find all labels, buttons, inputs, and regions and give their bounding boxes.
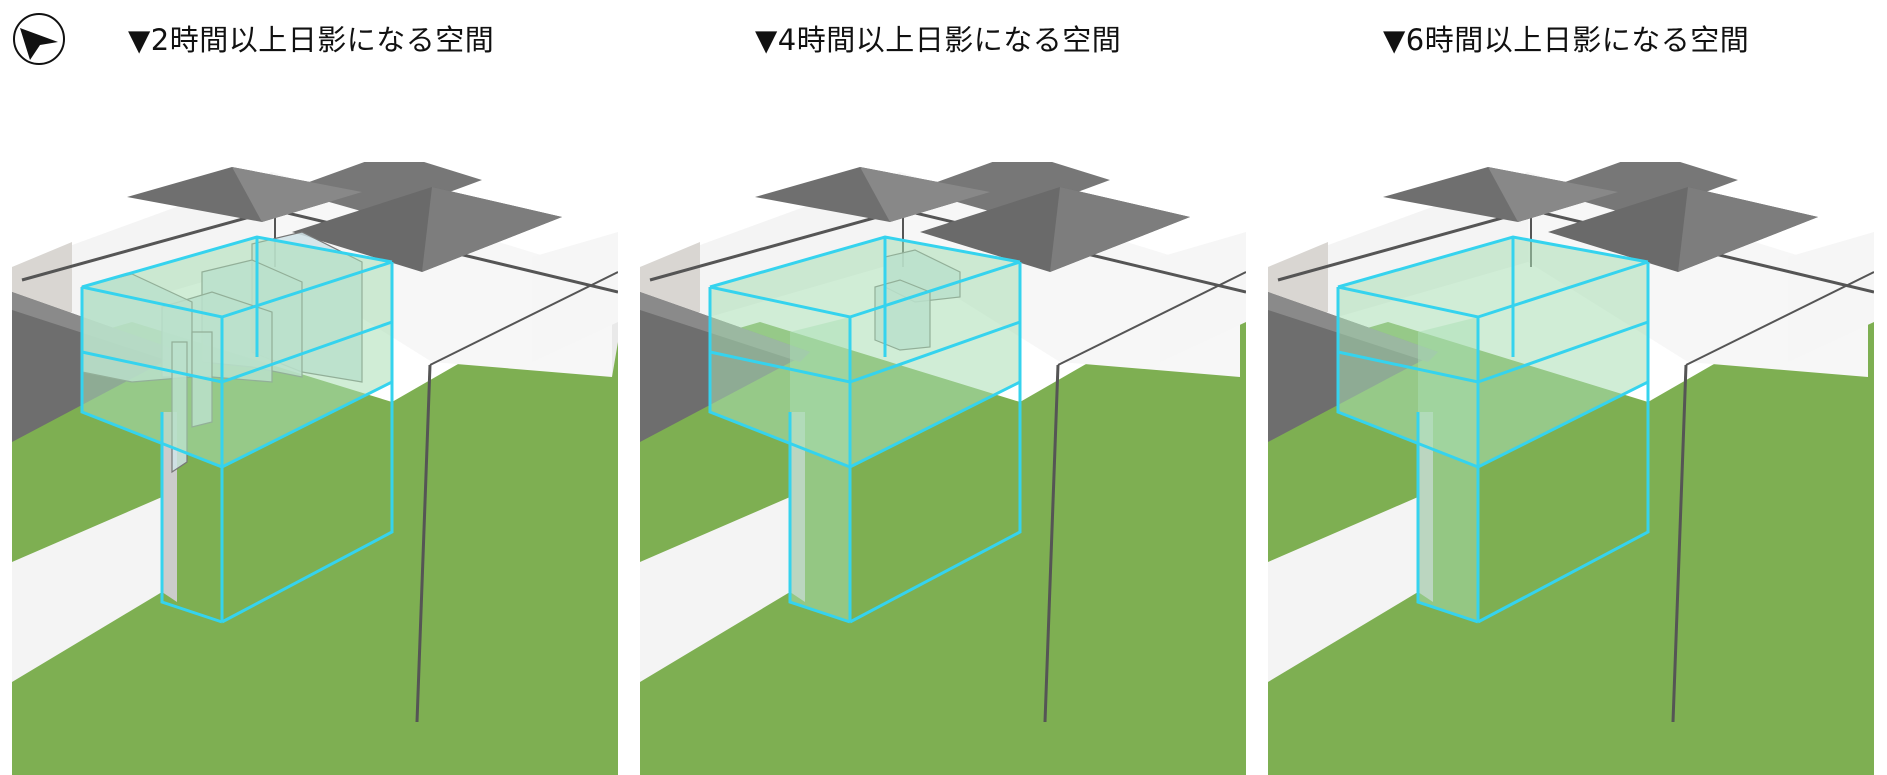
roof-2 [287, 162, 482, 217]
front-house-wall [12, 497, 162, 682]
title-2-hours: ▼2時間以上日影になる空間 [128, 23, 495, 57]
roof-2 [915, 162, 1110, 217]
shadow-volume [708, 235, 1022, 624]
shadow-panel-4-hours [640, 162, 1246, 775]
left-wall [12, 172, 272, 337]
shadow-panel-6-hours [1268, 162, 1874, 775]
left-wall [640, 172, 900, 337]
shadow-volume [80, 235, 394, 624]
shadow-panel-2-hours [12, 162, 618, 775]
left-wall [1268, 172, 1528, 337]
neighbor-wall [1160, 232, 1246, 362]
title-6-hours: ▼6時間以上日影になる空間 [1383, 23, 1750, 57]
title-4-hours: ▼4時間以上日影になる空間 [755, 23, 1122, 57]
shadow-volume [1336, 235, 1650, 624]
front-house-wall [1268, 497, 1418, 682]
neighbor-wall [1788, 232, 1874, 362]
roof-2 [1543, 162, 1738, 217]
north-arrow-icon [12, 12, 66, 66]
neighbor-wall [532, 232, 618, 362]
front-house-wall [640, 497, 790, 682]
